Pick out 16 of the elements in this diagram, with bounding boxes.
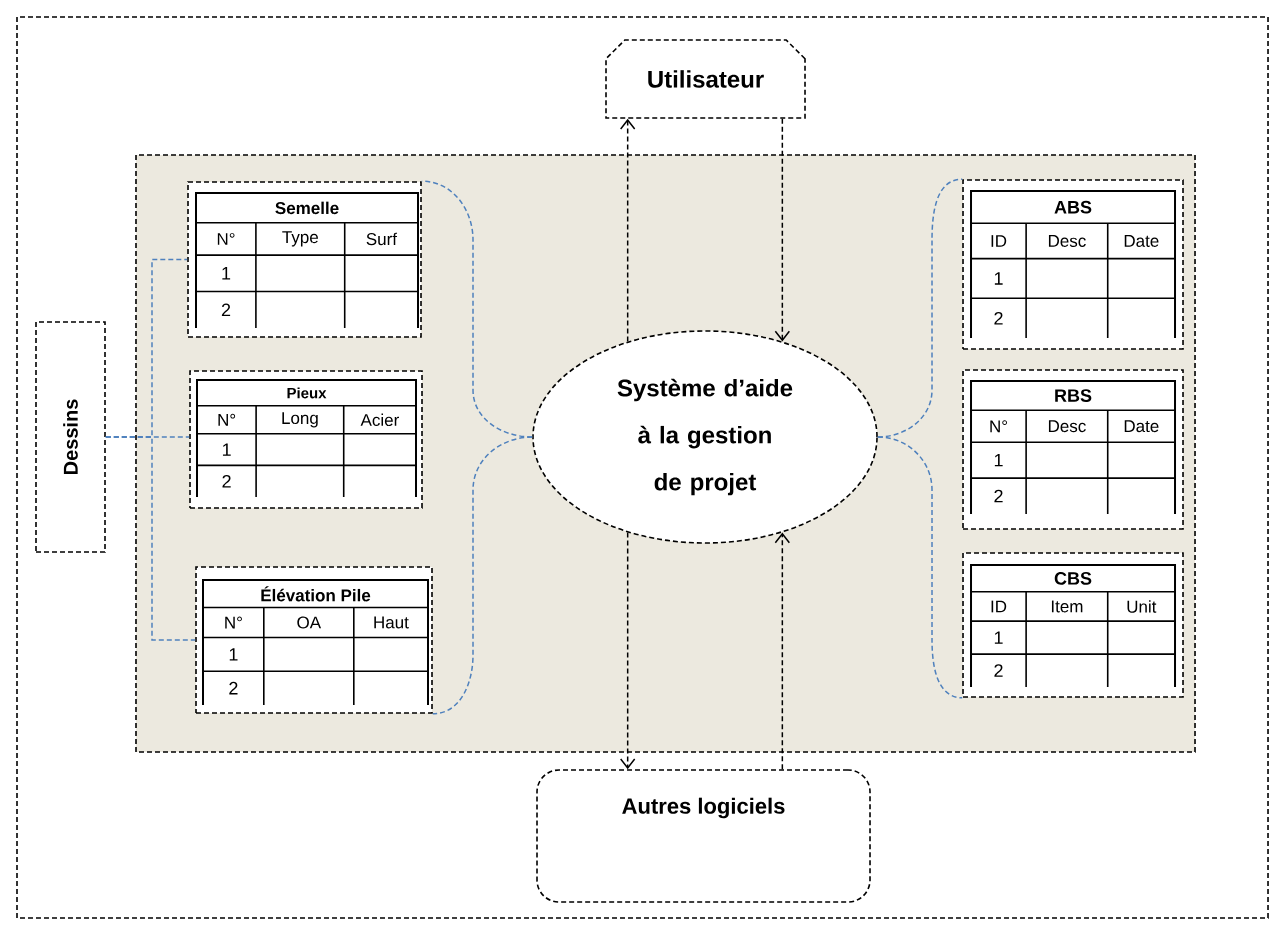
arrow (619, 118, 636, 343)
data-table: CBS ID Item Unit 1 2 (962, 552, 1184, 698)
actor-box: Utilisateur (605, 39, 806, 119)
connector-line (877, 436, 963, 699)
data-table: Semelle N° Type Surf 1 2 (187, 181, 422, 338)
process-box: Dessins (35, 321, 106, 553)
arrow (774, 532, 791, 770)
data-table: RBS N° Desc Date 1 2 (962, 369, 1184, 530)
data-table: ABS ID Desc Date 1 2 (962, 179, 1184, 350)
data-table: Pieux N° Long Acier 1 2 (189, 370, 423, 509)
software-box: Autres logiciels (536, 769, 871, 903)
arrow (619, 531, 636, 770)
arrow (774, 118, 791, 342)
connector-line (105, 436, 196, 641)
data-table: Élévation Pile N° OA Haut 1 2 (195, 566, 433, 714)
connector-line (432, 436, 533, 715)
